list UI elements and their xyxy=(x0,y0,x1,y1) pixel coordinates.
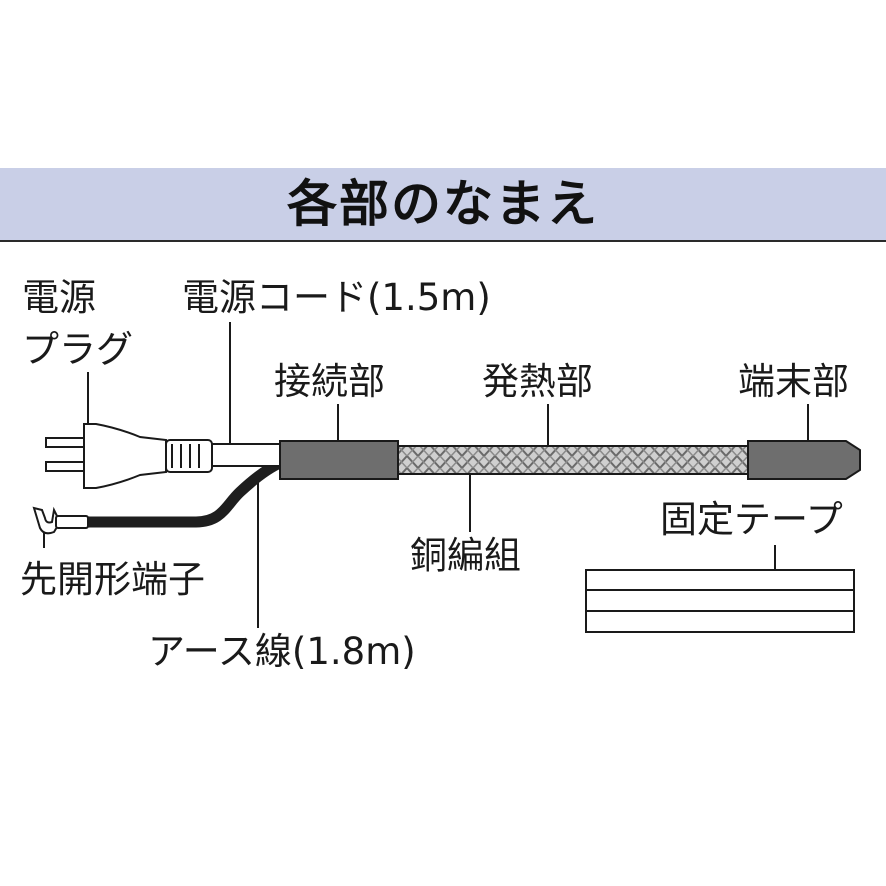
fork-terminal-icon xyxy=(32,506,89,535)
label-copper-braid: 銅編組 xyxy=(410,534,521,577)
terminal-end-cap xyxy=(747,440,861,480)
title-band: 各部のなまえ xyxy=(0,168,886,242)
label-heating: 発熱部 xyxy=(482,360,593,403)
heating-section xyxy=(397,445,749,475)
page-title: 各部のなまえ xyxy=(287,175,599,233)
label-power-cord: 電源コード(1.5m) xyxy=(182,276,491,319)
earth-wire xyxy=(80,456,288,528)
power-plug-icon xyxy=(45,423,213,489)
power-cord xyxy=(211,443,285,467)
connection-sleeve xyxy=(279,440,399,480)
label-terminal-end: 端末部 xyxy=(738,360,849,403)
label-power-plug-1: 電源 xyxy=(22,276,96,319)
label-power-plug-2: プラグ xyxy=(22,328,133,371)
fixing-tape xyxy=(585,569,855,633)
label-earth-wire: アース線(1.8m) xyxy=(148,630,416,673)
label-connection: 接続部 xyxy=(274,360,385,403)
label-fork-terminal: 先開形端子 xyxy=(20,558,205,601)
label-fixing-tape: 固定テープ xyxy=(660,498,843,541)
